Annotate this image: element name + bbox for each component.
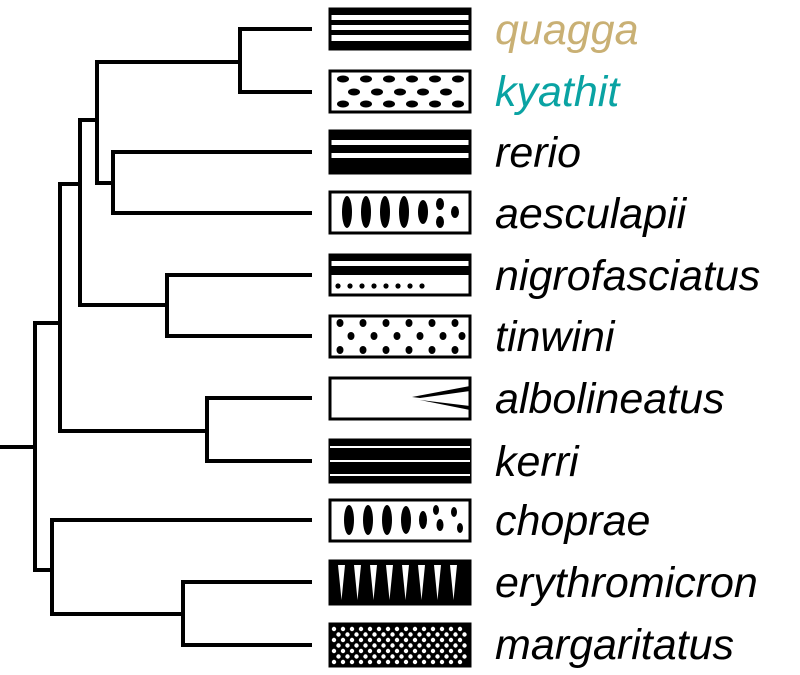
tree-branches [0, 27, 312, 647]
pattern-swatch-margaritatus [328, 622, 472, 668]
pattern-swatch-rerio [328, 129, 472, 175]
pattern-swatch-quagga [328, 7, 472, 51]
margaritatus-spots [331, 626, 467, 665]
taxon-label-aesculapii: aesculapii [495, 190, 688, 238]
taxon-label-quagga: quagga [495, 6, 639, 54]
pattern-swatch-tinwini [328, 314, 472, 359]
taxon-label-margaritatus: margaritatus [495, 621, 734, 669]
taxon-label-choprae: choprae [495, 497, 650, 545]
pattern-swatch-choprae [328, 498, 472, 543]
taxon-label-tinwini: tinwini [495, 313, 616, 361]
pattern-swatch-kerri [328, 438, 472, 484]
taxon-label-kerri: kerri [495, 438, 580, 486]
taxon-label-albolineatus: albolineatus [495, 375, 725, 423]
taxon-label-kyathit: kyathit [495, 68, 621, 116]
taxon-label-rerio: rerio [495, 129, 581, 177]
pattern-swatch-kyathit [328, 69, 472, 114]
pattern-swatch-erythromicron [328, 559, 472, 606]
pattern-swatch-aesculapii [328, 190, 472, 235]
taxon-label-erythromicron: erythromicron [495, 559, 758, 607]
pattern-swatch-nigrofasciatus [328, 253, 472, 297]
pattern-swatch-albolineatus [328, 376, 472, 421]
taxon-label-nigrofasciatus: nigrofasciatus [495, 252, 760, 300]
